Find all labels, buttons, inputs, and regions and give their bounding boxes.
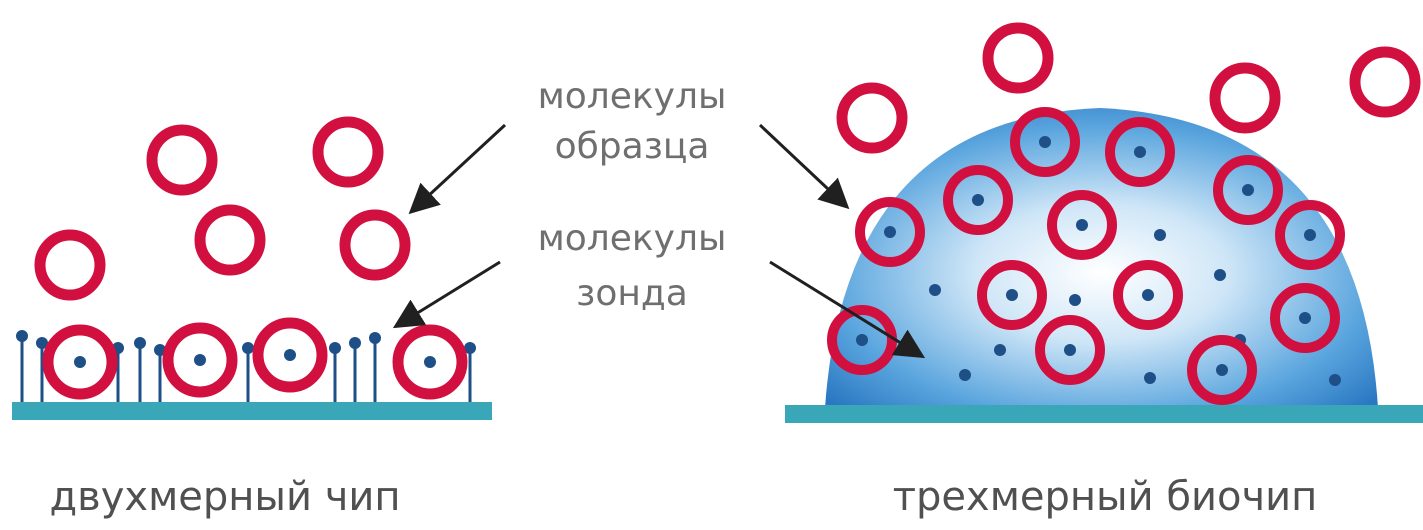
three-dimensional-biochip xyxy=(785,22,1423,423)
arrow-sample-right xyxy=(758,123,850,210)
label-probe-molecules: молекулы зонда xyxy=(538,218,727,314)
arrow-probe-right xyxy=(769,260,926,359)
arrow-sample-left xyxy=(408,123,507,215)
two-dimensional-chip xyxy=(12,116,492,420)
arrow-probe-left xyxy=(392,260,501,329)
substrate-left xyxy=(12,402,492,420)
sample-molecules-label-line2: образца xyxy=(555,126,710,167)
caption-3d-biochip: трехмерный биочип xyxy=(893,474,1318,520)
probe-molecules-left xyxy=(16,330,476,402)
free-sample-molecules-left xyxy=(34,116,411,301)
caption-2d-chip: двухмерный чип xyxy=(50,474,401,520)
substrate-right xyxy=(785,405,1423,423)
probe-molecules-right xyxy=(929,229,1341,386)
bound-sample-molecules-left xyxy=(42,317,468,400)
label-sample-molecules: молекулы образца xyxy=(538,76,727,167)
probe-molecules-label-line1: молекулы xyxy=(538,218,727,259)
gel-dome xyxy=(825,108,1378,408)
probe-molecules-label-line2: зонда xyxy=(576,273,688,314)
pointer-arrows xyxy=(392,123,926,359)
bound-sample-molecules-right xyxy=(827,107,1345,405)
sample-molecules-label-line1: молекулы xyxy=(538,76,727,117)
free-sample-molecules-right xyxy=(836,22,1421,154)
